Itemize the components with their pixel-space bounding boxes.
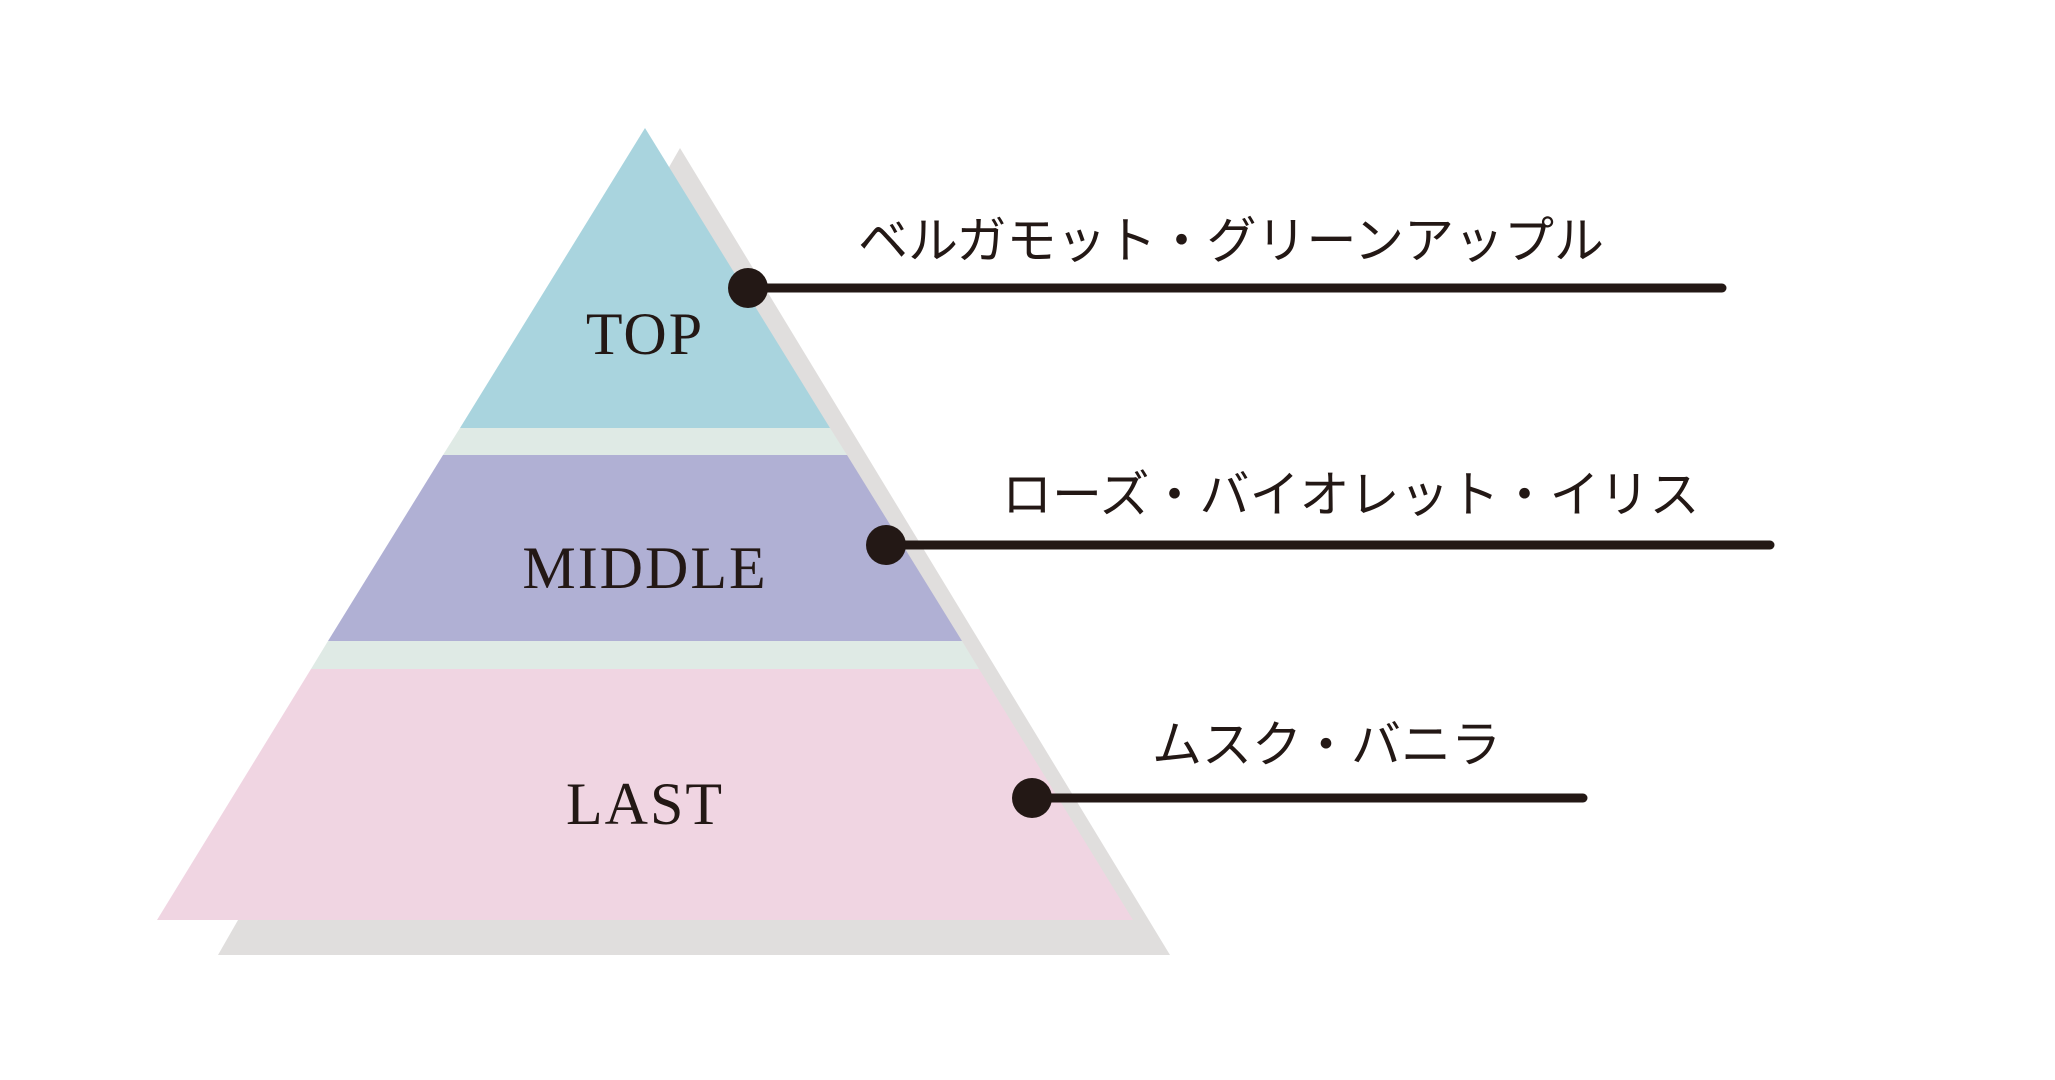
tier-label-top: TOP — [586, 301, 704, 367]
leader-dot-top — [728, 268, 768, 308]
note-label-top: ベルガモット・グリーンアップル — [858, 212, 1604, 270]
pyramid-tier-middle — [328, 455, 962, 641]
note-label-middle: ローズ・バイオレット・イリス — [1002, 466, 1700, 524]
tier-label-middle: MIDDLE — [522, 535, 767, 601]
tier-divider-middle-last — [311, 641, 979, 669]
tier-label-last: LAST — [566, 771, 724, 837]
leader-dot-middle — [866, 525, 906, 565]
leader-dot-last — [1012, 778, 1052, 818]
pyramid-tier-top — [460, 128, 830, 428]
tier-divider-top-middle — [443, 428, 847, 455]
note-label-last: ムスク・バニラ — [1152, 716, 1501, 774]
pyramid-tier-last — [157, 669, 1133, 920]
